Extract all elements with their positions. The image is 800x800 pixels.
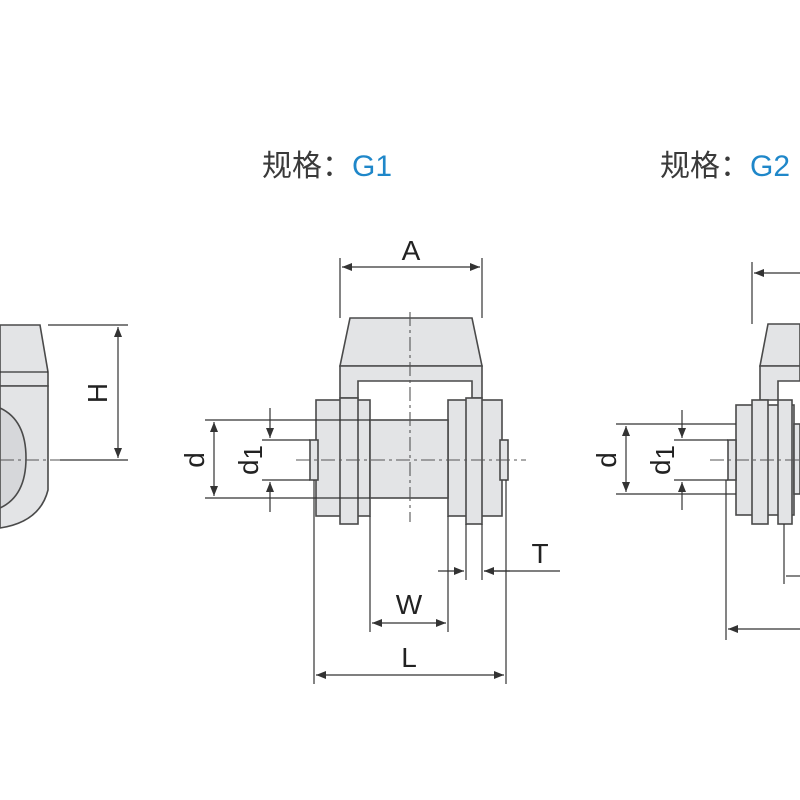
dim-label-A-g1: A [402, 235, 421, 266]
side-view-top-block [0, 324, 49, 387]
dim-label-d1-g1: d1 [233, 445, 268, 475]
spec-g2-prefix: 规格： [660, 149, 750, 184]
spec-g1-title: 规格：G1 [262, 149, 392, 184]
g1-roller [369, 419, 449, 499]
g1-bracket-leg-left [339, 397, 359, 525]
g1-bracket-leg-right [465, 397, 483, 525]
side-view-partial: H [0, 324, 128, 529]
spec-g2-view: 规格：G2 d d1 [591, 149, 800, 640]
spec-g2-code: G2 [750, 150, 790, 183]
dim-label-d-g2: d [591, 452, 622, 468]
dim-label-W-g1: W [396, 589, 423, 620]
g1-attachment-block [339, 317, 483, 367]
g1-bracket-plate [339, 365, 483, 399]
spec-g1-prefix: 规格： [262, 149, 352, 184]
dim-label-H: H [82, 383, 113, 403]
g2-attachment-block [759, 323, 800, 367]
spec-g1-view: 规格：G1 A d d [179, 149, 560, 684]
dim-label-T-g1: T [531, 538, 548, 569]
side-view-pin-hole [0, 407, 27, 509]
spec-g2-title: 规格：G2 [660, 149, 790, 184]
dim-label-L-g1: L [401, 642, 417, 673]
dim-label-d1-g2: d1 [645, 445, 680, 475]
g2-bracket-leg-right [777, 399, 793, 525]
g2-roller [793, 423, 800, 495]
spec-g1-code: G1 [352, 150, 392, 183]
dim-label-d-g1: d [179, 452, 210, 468]
g2-bracket-plate [759, 365, 800, 401]
g2-bracket-leg-left [751, 399, 769, 525]
